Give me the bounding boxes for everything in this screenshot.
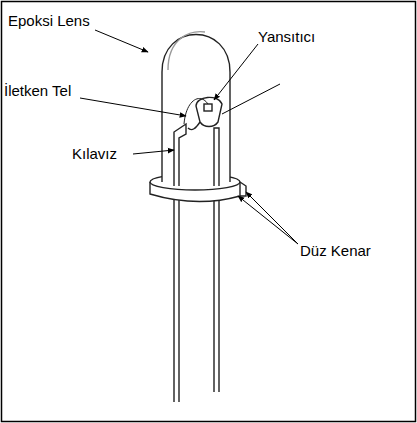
flat-edge [240,182,246,196]
part-label: İletken Tel [4,82,71,100]
anvil [188,122,200,130]
leader-line [214,44,258,100]
bond-wire [184,98,208,124]
part-label: Epoksi Lens [8,12,90,30]
cathode-lead [174,196,179,402]
leader-line [222,84,280,114]
part-label: Kılavız [72,145,117,163]
leader-line [80,98,186,116]
leader-line [246,192,298,244]
post [174,124,186,186]
dome-highlight [168,32,205,70]
anvil-post [214,128,219,186]
part-label: Düz Kenar [300,242,371,260]
anode-lead [214,196,219,392]
die [204,104,212,111]
part-label: Yansıtıcı [258,28,315,46]
leader-line [238,196,298,244]
leader-line [95,30,148,52]
leader-line [133,150,174,154]
epoxy-dome [162,35,230,183]
